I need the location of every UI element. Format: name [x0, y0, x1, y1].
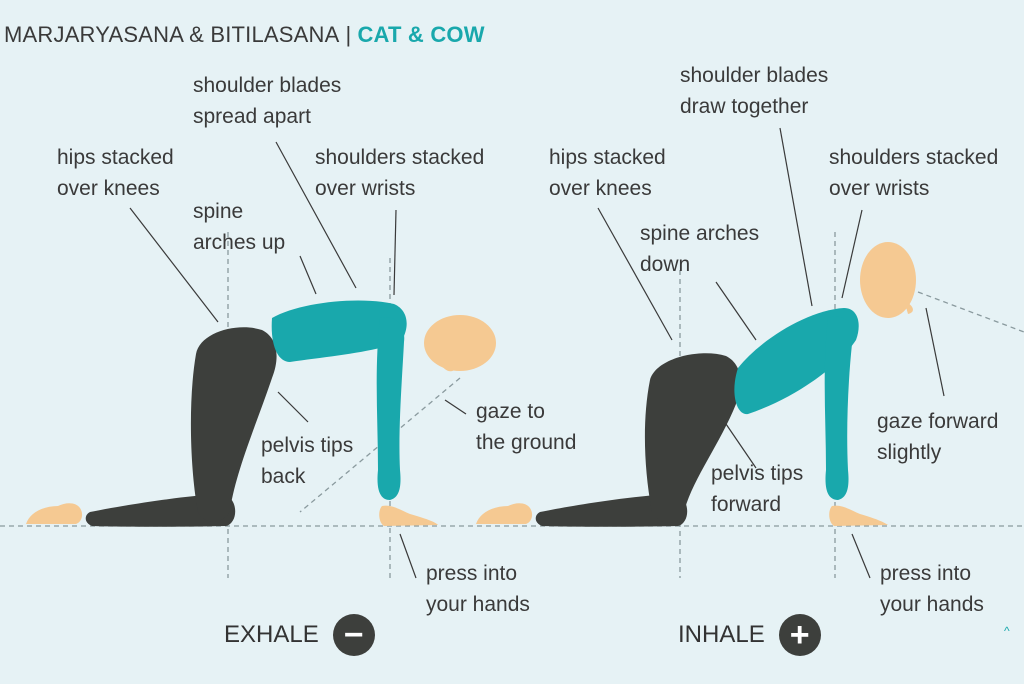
exhale-label: EXHALE — [224, 621, 319, 648]
title-separator: | — [345, 22, 352, 47]
cow-figure — [476, 127, 1024, 579]
inhale-label: INHALE — [678, 621, 765, 648]
cat-head — [424, 315, 496, 371]
cow-label-shoulder-blades: shoulder blades draw together — [680, 64, 829, 118]
inhale-indicator: INHALE + — [678, 614, 821, 656]
cow-hand — [829, 505, 888, 526]
cat-label-gaze: gaze to the ground — [476, 400, 577, 454]
cow-label-pelvis: pelvis tips forward — [711, 462, 804, 516]
cow-gaze-line — [917, 291, 1024, 333]
cow-label-shoulders: shoulders stacked over wrists — [829, 146, 999, 200]
cow-chin — [904, 300, 913, 314]
cat-label-shoulder-blades: shoulder blades spread apart — [193, 74, 342, 128]
minus-icon: − — [332, 614, 375, 656]
cat-label-press: press into your hands — [426, 562, 530, 616]
cow-arm — [824, 316, 853, 500]
cat-thigh — [190, 327, 277, 522]
cat-hand — [379, 505, 438, 526]
title-sanskrit: MARJARYASANA & BITILASANA — [4, 22, 340, 47]
cow-label-spine: spine arches down — [640, 222, 760, 276]
plus-icon: + — [778, 614, 821, 656]
cow-foot — [476, 503, 533, 524]
cow-thigh — [644, 353, 741, 523]
cat-arm — [376, 317, 405, 500]
cat-torso — [271, 300, 407, 362]
cat-label-hips: hips stacked over knees — [57, 146, 174, 200]
cow-shin — [535, 494, 688, 527]
cat-figure — [26, 141, 496, 579]
page-title: MARJARYASANA & BITILASANA|CAT & COW — [4, 22, 485, 48]
cat-chin — [438, 360, 456, 372]
cat-label-spine: spine arches up — [193, 200, 286, 254]
cat-label-pelvis: pelvis tips back — [261, 434, 354, 488]
cow-label-hips: hips stacked over knees — [549, 146, 666, 200]
cat-gaze-line — [299, 377, 461, 513]
cow-head — [860, 242, 916, 318]
corner-caret-icon: ^ — [1004, 624, 1010, 638]
cat-foot — [26, 503, 83, 524]
cow-label-gaze: gaze forward slightly — [877, 410, 999, 464]
title-english: CAT & COW — [357, 22, 485, 47]
cow-label-press: press into your hands — [880, 562, 984, 616]
exhale-indicator: EXHALE − — [224, 614, 375, 656]
cat-label-shoulders: shoulders stacked over wrists — [315, 146, 485, 200]
